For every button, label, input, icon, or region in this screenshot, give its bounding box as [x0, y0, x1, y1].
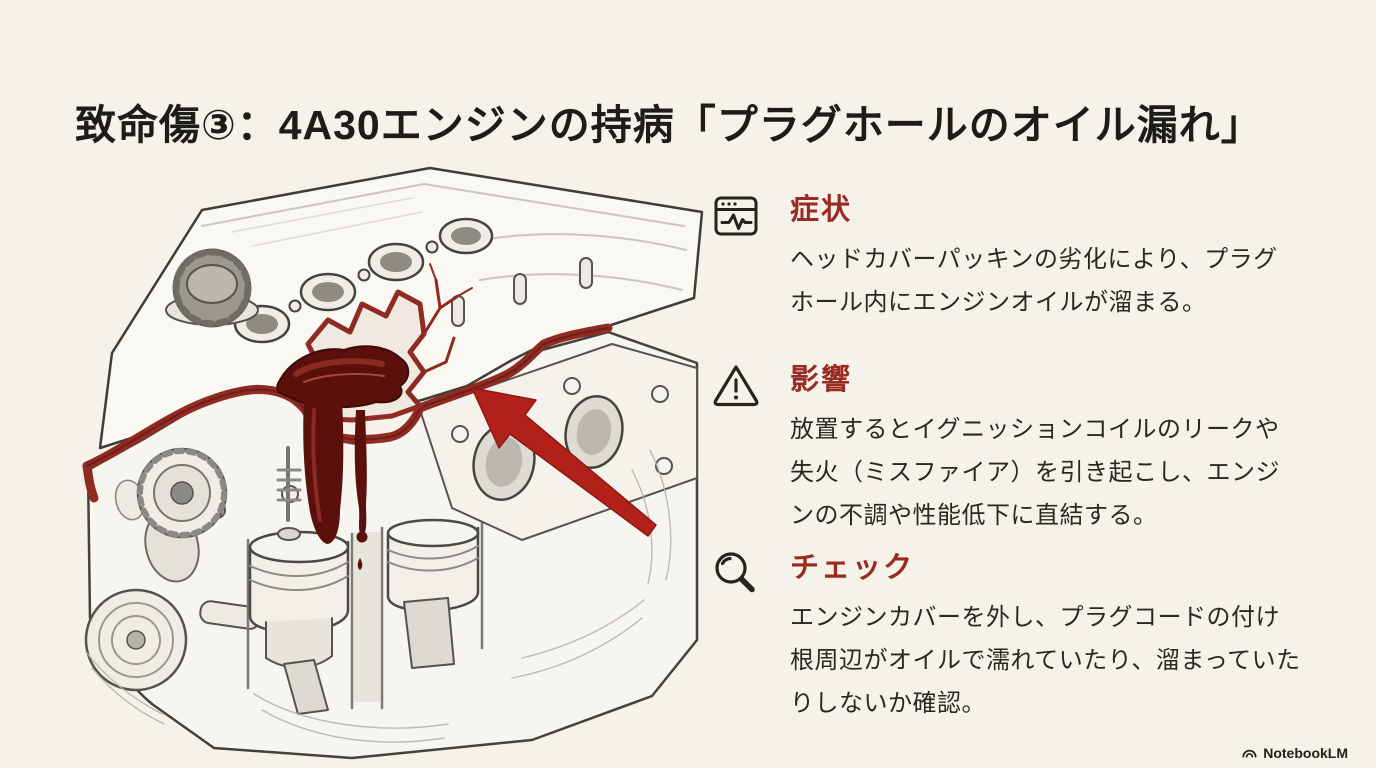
- engine-cutaway-illustration: [82, 166, 704, 760]
- section-heading: 影響: [790, 364, 853, 396]
- section-impact: 影響 放置するとイグニッションコイルのリークや 失火（ミスファイア）を引き起こし…: [706, 356, 1312, 538]
- hatching: [85, 449, 672, 743]
- magnifier-icon: [715, 552, 755, 593]
- section-heading: チェック: [790, 552, 915, 584]
- section-body: エンジンカバーを外し、プラグコードの付け 根周辺がオイルで濡れていたり、溜まって…: [790, 604, 1301, 718]
- crack-lines: [422, 263, 473, 374]
- oil-leak: [276, 345, 410, 570]
- leak-pointer-arrow: [471, 387, 657, 537]
- crank-pulley: [84, 588, 262, 692]
- page-title: 致命傷③：4A30エンジンの持病「プラグホールのオイル漏れ」: [75, 102, 1263, 149]
- section-heading: 症状: [790, 194, 853, 226]
- cam-gear: [136, 447, 228, 539]
- section-check: チェック エンジンカバーを外し、プラグコードの付け 根周辺がオイルで濡れていたり…: [706, 544, 1312, 726]
- pistons: [246, 518, 484, 715]
- valve-and-spring: [276, 446, 302, 541]
- gasket-line: [82, 323, 613, 503]
- footer-brand-label: NotebookLM: [1263, 744, 1348, 761]
- footer-brand: NotebookLM: [1241, 744, 1348, 761]
- warning-triangle-icon: [713, 365, 759, 407]
- section-body: ヘッドカバーパッキンの劣化により、プラグ ホール内にエンジンオイルが溜まる。: [790, 246, 1278, 317]
- section-body: 放置するとイグニッションコイルのリークや 失火（ミスファイア）を引き起こし、エン…: [790, 416, 1280, 530]
- notebooklm-icon: [1242, 749, 1257, 758]
- pulse-window-icon: [714, 196, 758, 236]
- oil-filler-cap: [165, 248, 259, 328]
- section-symptom: 症状 ヘッドカバーパッキンの劣化により、プラグ ホール内にエンジンオイルが溜まる…: [706, 186, 1312, 324]
